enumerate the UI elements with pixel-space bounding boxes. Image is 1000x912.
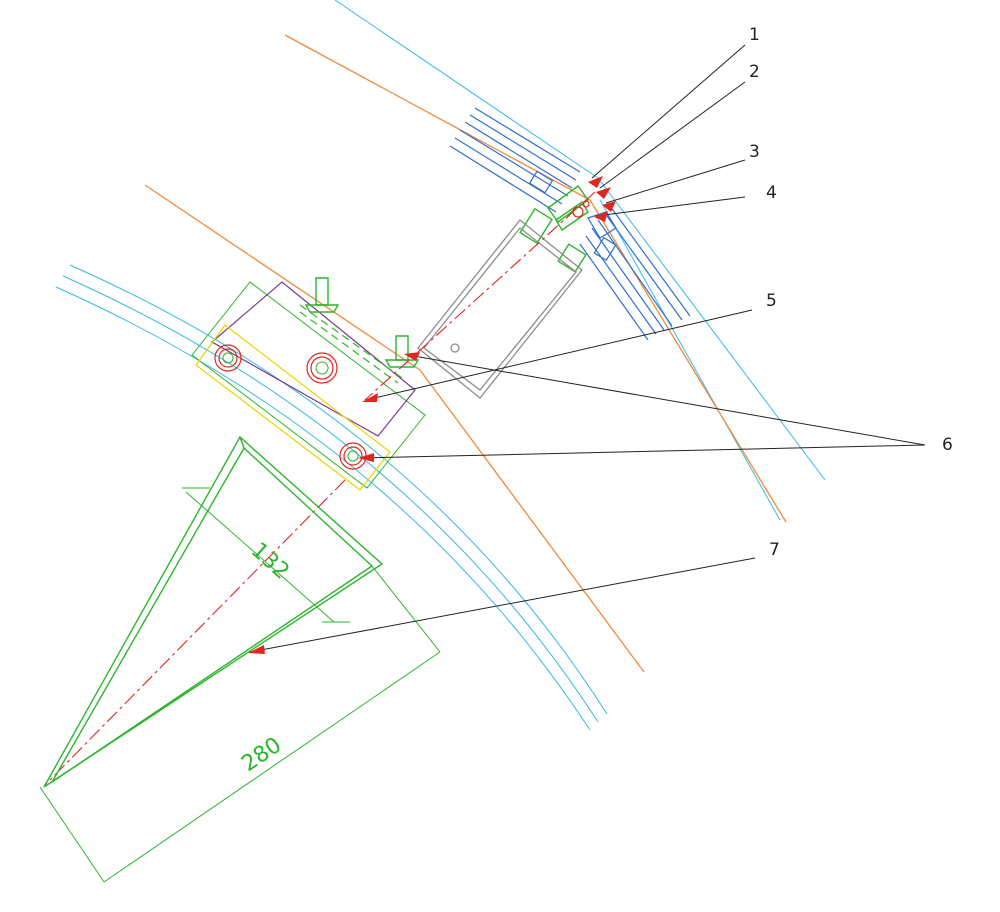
dimension-length-label: 280 (237, 733, 286, 777)
leader-6a (407, 354, 926, 446)
leader-5 (365, 309, 753, 401)
callout-numbers: 1 2 3 4 5 6 7 (749, 25, 953, 560)
callout-4: 4 (766, 183, 777, 203)
arrow-3 (602, 201, 616, 212)
arrow-4 (594, 211, 608, 222)
centre-lines (44, 191, 596, 786)
glass-edge-lines (55, 0, 826, 731)
callout-7: 7 (769, 540, 780, 560)
sealant-hatching (449, 107, 691, 341)
mullion-profile (417, 219, 583, 399)
triangular-bracket (43, 435, 384, 788)
leader-2 (599, 81, 746, 189)
leader-4 (595, 196, 746, 217)
dimension-depth-label: 132 (246, 538, 294, 585)
bolt-lower (339, 442, 367, 470)
bolt-middle (306, 352, 338, 384)
bolts (214, 277, 420, 470)
arrow-6b (358, 453, 374, 462)
leader-3 (605, 159, 746, 204)
leader-6b (359, 444, 926, 459)
arrow-6a (404, 352, 420, 361)
callout-2: 2 (749, 62, 760, 82)
bolt-left (214, 344, 242, 372)
arrow-1 (588, 176, 603, 188)
arrow-2 (596, 187, 611, 199)
stud-bolt-top (304, 277, 340, 313)
dimension-lines (39, 487, 441, 883)
callout-5: 5 (766, 291, 777, 311)
callout-1: 1 (749, 25, 760, 45)
arrow-7 (248, 645, 265, 654)
callout-6: 6 (942, 435, 953, 455)
leader-1 (591, 44, 746, 179)
leaders (248, 44, 926, 654)
dimension-values: 132 280 (237, 538, 294, 777)
connection-plates (191, 281, 426, 491)
callout-3: 3 (749, 142, 760, 162)
leader-7 (249, 557, 756, 653)
stud-bolt-right (384, 335, 420, 368)
axis-lines (144, 34, 787, 673)
arrow-5 (362, 393, 378, 402)
